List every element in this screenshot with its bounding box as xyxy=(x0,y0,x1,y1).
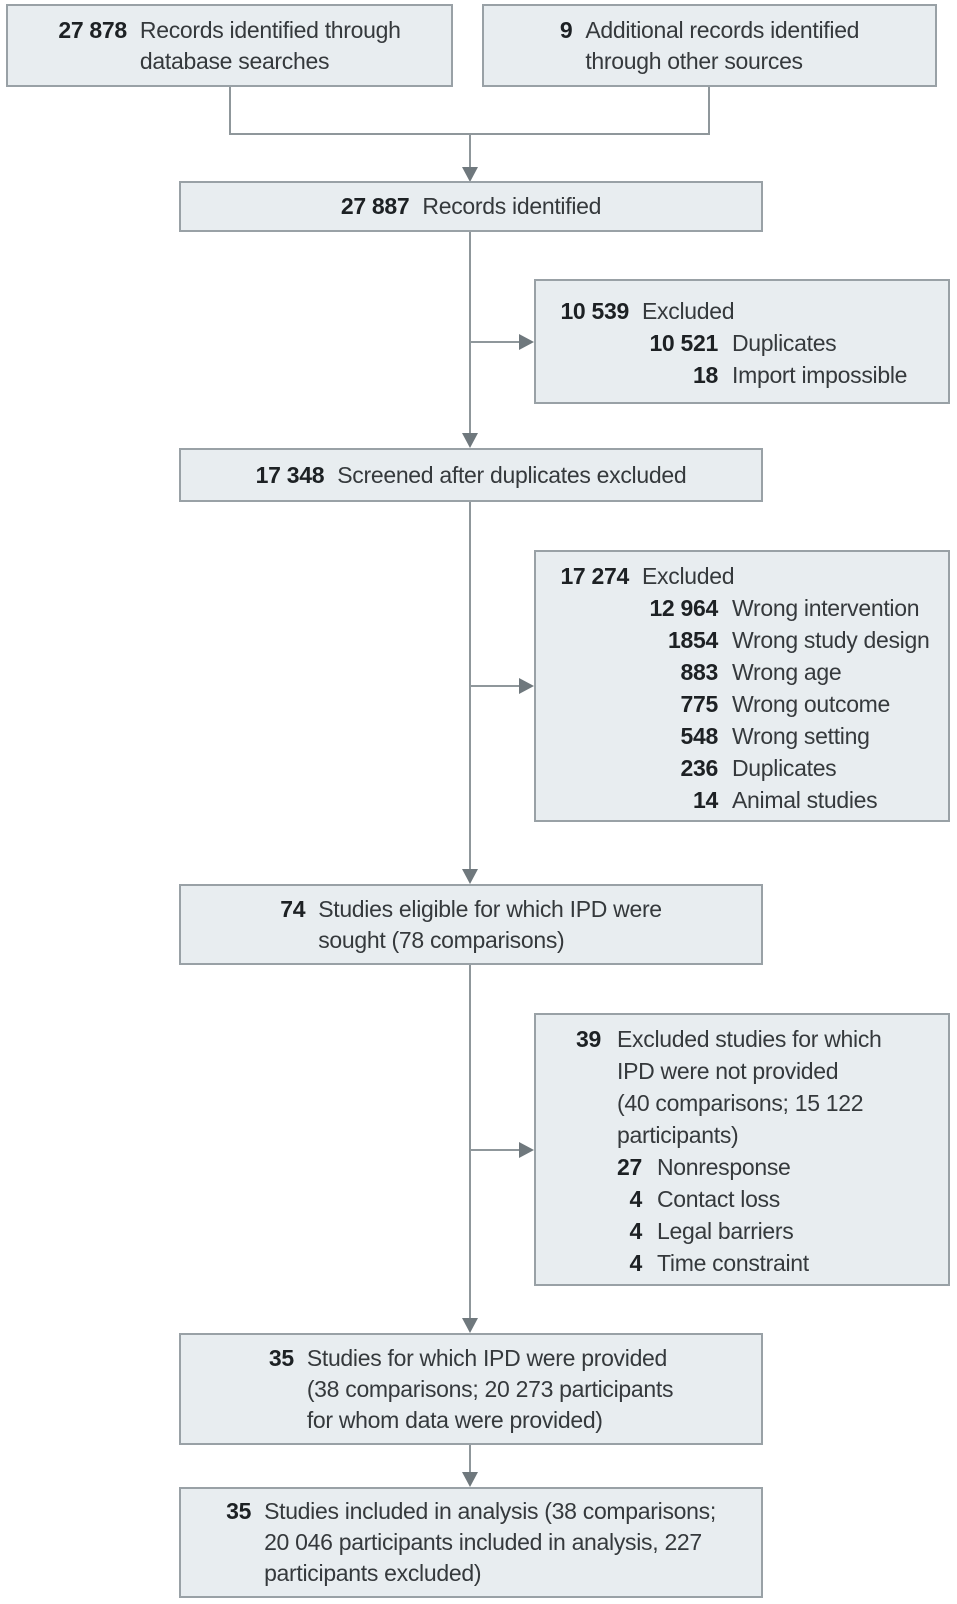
excluded-no-ipd-item: 4 Contact loss xyxy=(536,1183,948,1215)
excluded-no-ipd-label: Excluded studies for which IPD were not … xyxy=(617,1026,882,1148)
excluded-no-ipd-item: 4 Time constraint xyxy=(536,1247,948,1279)
excluded-screening-item: 883 Wrong age xyxy=(536,656,948,688)
item-label: Time constraint xyxy=(657,1250,809,1276)
item-count: 4 xyxy=(629,1250,643,1276)
item-label: Animal studies xyxy=(732,787,878,813)
box-screened: 17 348 Screened after duplicates exclude… xyxy=(179,448,763,502)
excluded-screening-label: Excluded xyxy=(642,563,735,589)
included-analysis-count: 35 xyxy=(226,1498,252,1524)
arrowhead-down-icon xyxy=(462,167,478,182)
item-label: Duplicates xyxy=(732,330,837,356)
box-records-identified: 27 887 Records identified xyxy=(179,181,763,232)
item-label: Wrong setting xyxy=(732,723,870,749)
excluded-screening-item: 14 Animal studies xyxy=(536,784,948,816)
excluded-screening-count: 17 274 xyxy=(560,563,629,589)
arrowhead-down-icon xyxy=(462,433,478,448)
box-records-database-searches: 27 878 Records identified through databa… xyxy=(6,4,453,87)
item-label: Legal barriers xyxy=(657,1218,794,1244)
box-ipd-provided: 35 Studies for which IPD were provided (… xyxy=(179,1333,763,1445)
db-records-count: 27 878 xyxy=(58,16,127,43)
excluded-no-ipd-item: 27 Nonresponse xyxy=(536,1151,948,1183)
records-identified-count: 27 887 xyxy=(340,193,410,219)
excluded-duplicates-item: 10 521 Duplicates xyxy=(536,327,948,359)
item-count: 14 xyxy=(693,787,718,813)
box-additional-records: 9 Additional records identified through … xyxy=(482,4,937,87)
excluded-duplicates-item: 18 Import impossible xyxy=(536,359,948,391)
item-count: 548 xyxy=(680,723,719,749)
excluded-duplicates-label: Excluded xyxy=(642,298,735,324)
item-count: 236 xyxy=(680,755,719,781)
included-analysis-label: Studies included in analysis (38 compari… xyxy=(264,1498,716,1586)
box-excluded-screening: 17 274 Excluded 12 964 Wrong interventio… xyxy=(534,550,950,822)
excluded-screening-item: 236 Duplicates xyxy=(536,752,948,784)
arrowhead-down-icon xyxy=(462,1472,478,1487)
item-label: Wrong study design xyxy=(732,627,930,653)
excluded-no-ipd-item: 4 Legal barriers xyxy=(536,1215,948,1247)
item-label: Wrong age xyxy=(732,659,842,685)
box-included-analysis: 35 Studies included in analysis (38 comp… xyxy=(179,1487,763,1598)
arrowhead-down-icon xyxy=(462,869,478,884)
ipd-provided-count: 35 xyxy=(268,1344,294,1371)
box-excluded-duplicates: 10 539 Excluded 10 521 Duplicates 18 Imp… xyxy=(534,279,950,404)
ipd-provided-label: Studies for which IPD were provided (38 … xyxy=(306,1344,674,1433)
item-count: 27 xyxy=(617,1154,642,1180)
excluded-screening-item: 775 Wrong outcome xyxy=(536,688,948,720)
arrowhead-down-icon xyxy=(462,1318,478,1333)
box-eligible: 74 Studies eligible for which IPD were s… xyxy=(179,884,763,965)
item-count: 883 xyxy=(680,659,719,685)
item-count: 4 xyxy=(629,1218,643,1244)
excluded-screening-item: 1854 Wrong study design xyxy=(536,624,948,656)
item-count: 1854 xyxy=(668,627,718,653)
item-count: 18 xyxy=(693,362,718,388)
other-records-count: 9 xyxy=(559,16,573,43)
excluded-no-ipd-count: 39 xyxy=(576,1026,601,1052)
records-identified-label: Records identified xyxy=(422,193,602,219)
item-label: Wrong intervention xyxy=(732,595,920,621)
flow-lines xyxy=(229,87,710,1473)
item-count: 12 964 xyxy=(649,595,718,621)
excluded-screening-item: 12 964 Wrong intervention xyxy=(536,592,948,624)
screened-count: 17 348 xyxy=(255,461,325,488)
item-count: 10 521 xyxy=(649,330,718,356)
item-count: 4 xyxy=(629,1186,643,1212)
eligible-label: Studies eligible for which IPD were soug… xyxy=(318,895,662,953)
item-label: Duplicates xyxy=(732,755,837,781)
item-count: 775 xyxy=(680,691,719,717)
item-label: Wrong outcome xyxy=(732,691,891,717)
screened-label: Screened after duplicates excluded xyxy=(337,461,687,488)
eligible-count: 74 xyxy=(280,895,306,922)
arrowhead-right-icon xyxy=(519,334,534,350)
other-records-label: Additional records identified through ot… xyxy=(585,16,860,74)
db-records-label: Records identified through database sear… xyxy=(139,16,401,74)
item-label: Contact loss xyxy=(657,1186,780,1212)
arrowhead-right-icon xyxy=(519,678,534,694)
arrowhead-right-icon xyxy=(519,1142,534,1158)
box-excluded-no-ipd: 39 Excluded studies for which IPD were n… xyxy=(534,1013,950,1286)
item-label: Import impossible xyxy=(732,362,908,388)
excluded-screening-item: 548 Wrong setting xyxy=(536,720,948,752)
excluded-duplicates-count: 10 539 xyxy=(560,298,629,324)
item-label: Nonresponse xyxy=(657,1154,791,1180)
